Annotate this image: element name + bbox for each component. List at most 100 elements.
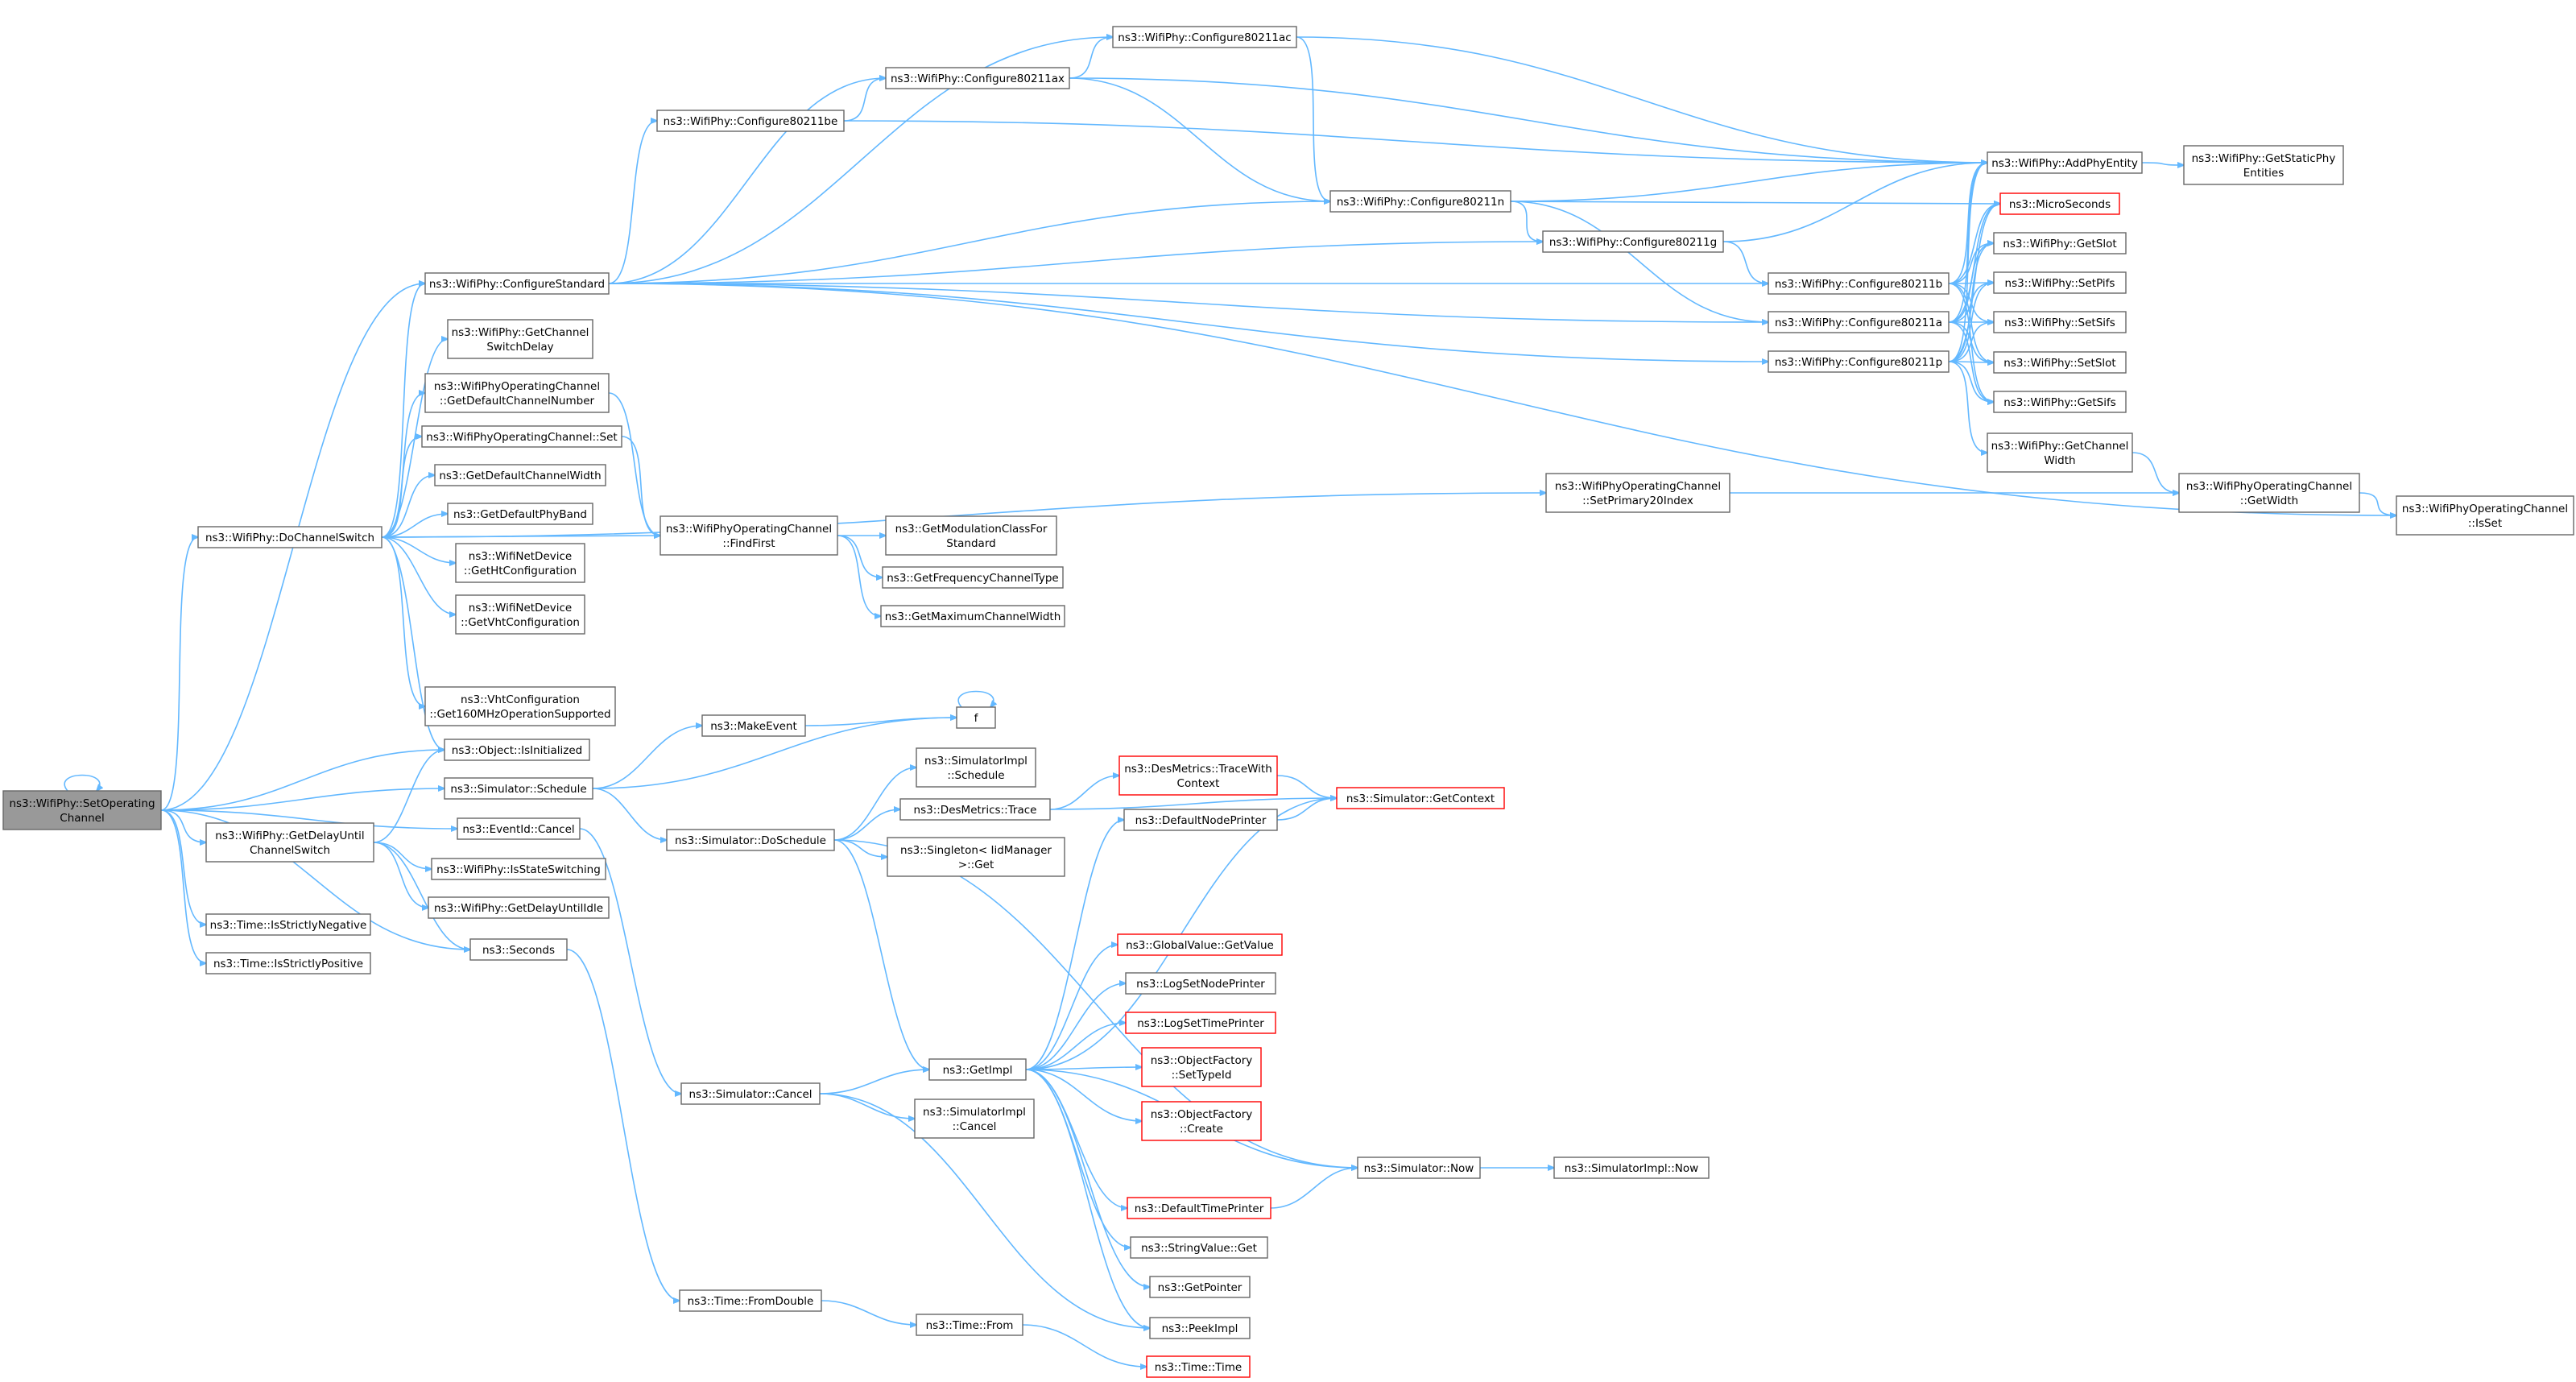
- graph-node-opgetwidth[interactable]: ns3::WifiPhyOperatingChannel::GetWidth: [2178, 473, 2360, 513]
- node-box[interactable]: [447, 319, 593, 359]
- node-box[interactable]: [1149, 1317, 1251, 1339]
- node-box[interactable]: [205, 952, 371, 974]
- graph-node-cfg80211p[interactable]: ns3::WifiPhy::Configure80211p: [1768, 350, 1950, 373]
- graph-node-vht160[interactable]: ns3::VhtConfiguration::Get160MHzOperatio…: [424, 686, 616, 726]
- graph-node-logsetnode[interactable]: ns3::LogSetNodePrinter: [1125, 972, 1276, 995]
- graph-node-cfg80211b[interactable]: ns3::WifiPhy::Configure80211b: [1768, 272, 1950, 295]
- graph-node-cfg80211g[interactable]: ns3::WifiPhy::Configure80211g: [1542, 230, 1724, 253]
- graph-node-objcreate[interactable]: ns3::ObjectFactory::Create: [1141, 1101, 1262, 1141]
- graph-node-deftimeprinter[interactable]: ns3::DefaultTimePrinter: [1127, 1197, 1271, 1219]
- graph-node-logsettime[interactable]: ns3::LogSetTimePrinter: [1125, 1012, 1276, 1034]
- node-box[interactable]: [1127, 1197, 1271, 1219]
- node-box[interactable]: [2183, 145, 2344, 185]
- node-box[interactable]: [444, 739, 590, 761]
- graph-node-setsifs[interactable]: ns3::WifiPhy::SetSifs: [1993, 311, 2127, 333]
- node-box[interactable]: [1141, 1047, 1262, 1087]
- node-box[interactable]: [424, 272, 610, 295]
- graph-node-getdefchnum[interactable]: ns3::WifiPhyOperatingChannel::GetDefault…: [424, 373, 610, 413]
- graph-node-objsettypeid[interactable]: ns3::ObjectFactory::SetTypeId: [1141, 1047, 1262, 1087]
- graph-node-strpos[interactable]: ns3::Time::IsStrictlyPositive: [205, 952, 371, 974]
- graph-node-simimplnow[interactable]: ns3::SimulatorImpl::Now: [1553, 1156, 1710, 1179]
- node-box[interactable]: [885, 67, 1070, 89]
- node-box[interactable]: [1542, 230, 1724, 253]
- graph-node-strneg[interactable]: ns3::Time::IsStrictlyNegative: [205, 913, 371, 936]
- graph-node-cfgstd[interactable]: ns3::WifiPhy::ConfigureStandard: [424, 272, 610, 295]
- node-box[interactable]: [1357, 1156, 1481, 1179]
- node-box[interactable]: [1112, 26, 1297, 48]
- node-box[interactable]: [701, 714, 806, 737]
- node-box[interactable]: [1123, 809, 1278, 831]
- node-box[interactable]: [1118, 755, 1278, 796]
- node-box[interactable]: [928, 1058, 1027, 1081]
- graph-node-microsec[interactable]: ns3::MicroSeconds: [1999, 192, 2120, 215]
- node-box[interactable]: [1993, 391, 2127, 413]
- graph-node-simcancel[interactable]: ns3::Simulator::Cancel: [680, 1082, 821, 1105]
- node-box[interactable]: [882, 566, 1064, 589]
- node-box[interactable]: [205, 822, 374, 863]
- node-box[interactable]: [421, 425, 622, 448]
- node-box[interactable]: [916, 1314, 1023, 1336]
- node-box[interactable]: [899, 798, 1051, 821]
- graph-node-getimpl[interactable]: ns3::GetImpl: [928, 1058, 1027, 1081]
- graph-node-findfirst[interactable]: ns3::WifiPhyOperatingChannel::FindFirst: [660, 515, 838, 556]
- graph-node-getcontext[interactable]: ns3::Simulator::GetContext: [1336, 787, 1505, 809]
- node-box[interactable]: [1993, 232, 2127, 254]
- node-box[interactable]: [1987, 151, 2143, 174]
- graph-node-cfg80211ac[interactable]: ns3::WifiPhy::Configure80211ac: [1112, 26, 1297, 48]
- node-box[interactable]: [1993, 311, 2127, 333]
- graph-node-cfg80211be[interactable]: ns3::WifiPhy::Configure80211be: [656, 110, 845, 132]
- graph-node-getpointer[interactable]: ns3::GetPointer: [1149, 1276, 1251, 1298]
- graph-node-setprimary[interactable]: ns3::WifiPhyOperatingChannel::SetPrimary…: [1545, 473, 1730, 513]
- node-box[interactable]: [469, 938, 568, 961]
- node-box[interactable]: [434, 464, 606, 486]
- graph-node-f[interactable]: f: [956, 706, 996, 729]
- graph-node-getsifs[interactable]: ns3::WifiPhy::GetSifs: [1993, 391, 2127, 413]
- node-box[interactable]: [197, 526, 382, 548]
- node-box[interactable]: [205, 913, 371, 936]
- node-box[interactable]: [916, 747, 1036, 788]
- graph-node-doschedule[interactable]: ns3::Simulator::DoSchedule: [666, 829, 835, 851]
- node-box[interactable]: [1987, 432, 2133, 473]
- node-box[interactable]: [679, 1289, 822, 1312]
- graph-node-isstatesw[interactable]: ns3::WifiPhy::IsStateSwitching: [431, 858, 606, 880]
- graph-node-strvalget[interactable]: ns3::StringValue::Get: [1130, 1236, 1268, 1259]
- node-box[interactable]: [1149, 1276, 1251, 1298]
- graph-node-opisset[interactable]: ns3::WifiPhyOperatingChannel::IsSet: [2396, 495, 2574, 536]
- graph-node-makeevent[interactable]: ns3::MakeEvent: [701, 714, 806, 737]
- node-box[interactable]: [2, 790, 162, 830]
- graph-node-timefrom[interactable]: ns3::Time::From: [916, 1314, 1023, 1336]
- node-box[interactable]: [1993, 351, 2127, 374]
- node-box[interactable]: [1130, 1236, 1268, 1259]
- graph-node-cfg80211n[interactable]: ns3::WifiPhy::Configure80211n: [1329, 190, 1511, 213]
- node-box[interactable]: [424, 373, 610, 413]
- node-box[interactable]: [455, 594, 585, 635]
- node-box[interactable]: [2396, 495, 2574, 536]
- graph-node-singleton[interactable]: ns3::Singleton< IidManager >::Get: [887, 837, 1065, 877]
- graph-node-simimplcancel[interactable]: ns3::SimulatorImpl::Cancel: [914, 1099, 1035, 1139]
- node-box[interactable]: [1768, 272, 1950, 295]
- node-box[interactable]: [444, 777, 593, 800]
- node-box[interactable]: [1993, 271, 2127, 294]
- node-box[interactable]: [1125, 972, 1276, 995]
- node-box[interactable]: [428, 896, 610, 919]
- graph-node-addphy[interactable]: ns3::WifiPhy::AddPhyEntity: [1987, 151, 2143, 174]
- graph-node-fromdouble[interactable]: ns3::Time::FromDouble: [679, 1289, 822, 1312]
- graph-node-seconds[interactable]: ns3::Seconds: [469, 938, 568, 961]
- node-box[interactable]: [956, 706, 996, 729]
- node-box[interactable]: [455, 543, 585, 583]
- node-box[interactable]: [887, 837, 1065, 877]
- graph-node-opchset[interactable]: ns3::WifiPhyOperatingChannel::Set: [421, 425, 622, 448]
- graph-node-globalvalue[interactable]: ns3::GlobalValue::GetValue: [1117, 933, 1283, 956]
- graph-node-simnow[interactable]: ns3::Simulator::Now: [1357, 1156, 1481, 1179]
- graph-node-desmetrics[interactable]: ns3::DesMetrics::Trace: [899, 798, 1051, 821]
- graph-node-getdefband[interactable]: ns3::GetDefaultPhyBand: [447, 503, 593, 525]
- node-box[interactable]: [1545, 473, 1730, 513]
- node-box[interactable]: [447, 503, 593, 525]
- node-box[interactable]: [880, 605, 1065, 627]
- graph-node-simimplsched[interactable]: ns3::SimulatorImpl::Schedule: [916, 747, 1036, 788]
- node-box[interactable]: [1329, 190, 1511, 213]
- node-box[interactable]: [1768, 350, 1950, 373]
